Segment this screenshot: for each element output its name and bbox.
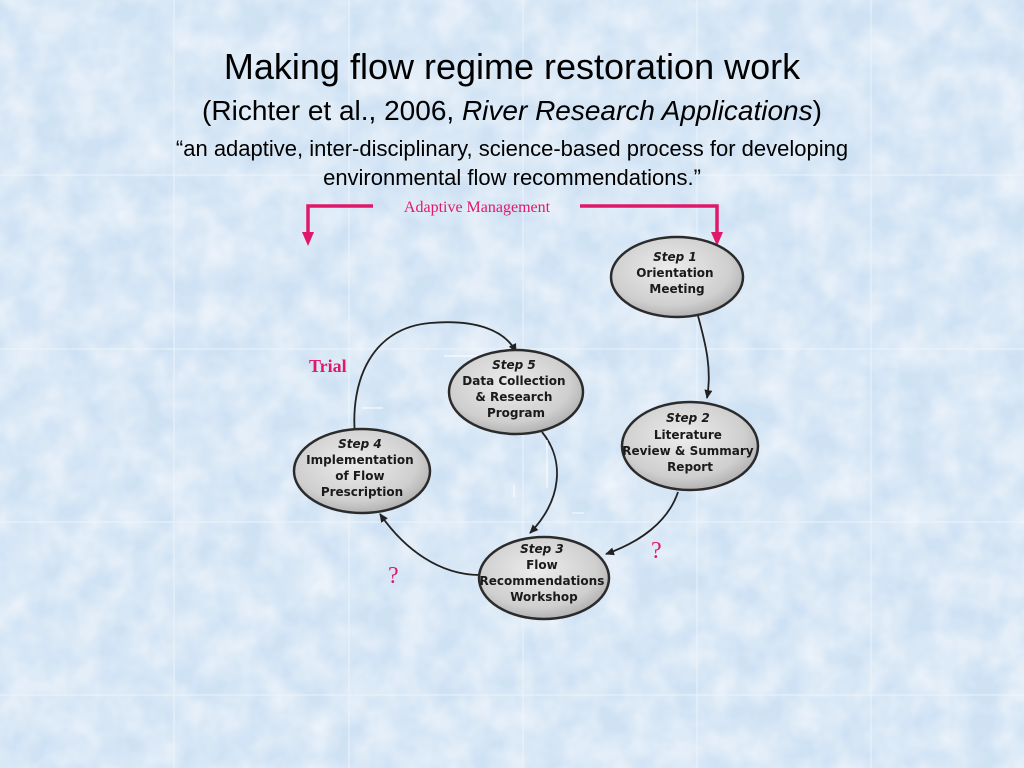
step-1-line-1: Orientation	[636, 266, 713, 280]
adaptive-left-arrow	[306, 204, 373, 234]
svg-text:Step 4 Implementation: Step 4 Implementation of Flow Prescripti…	[306, 437, 418, 499]
step-3-node: Step 3 Flow Recommendations Workshop	[477, 535, 611, 621]
step-4-line-3: Prescription	[321, 485, 403, 499]
adaptive-management-label: Adaptive Management	[404, 199, 551, 216]
adaptive-left-arrowhead	[302, 232, 314, 246]
step-3-line-1: Flow	[526, 558, 558, 572]
citation: (Richter et al., 2006, River Research Ap…	[0, 93, 1024, 129]
step-3-number: Step 3	[520, 542, 564, 556]
step-3-line-2: Recommendations	[479, 574, 604, 588]
step-4-line-1: Implementation	[306, 453, 413, 467]
svg-text:Step 1 Orientation: Step 1 Orientation Meeting	[636, 250, 718, 296]
step-4-line-2: of Flow	[335, 469, 384, 483]
slide-title: Making flow regime restoration work	[223, 46, 801, 87]
adaptive-right-arrow	[580, 204, 719, 234]
arrow-step3-to-step4	[379, 513, 481, 576]
step-1-node: Step 1 Orientation Meeting	[609, 235, 745, 319]
adaptive-right-arrowhead	[711, 232, 723, 246]
step-5-line-1: Data Collection	[462, 374, 565, 388]
step-5-number: Step 5	[492, 358, 536, 372]
step-2-line-2: Review & Summary	[622, 444, 754, 458]
step-4-number: Step 4	[338, 437, 382, 451]
citation-suffix: )	[812, 95, 822, 126]
quote-line-2: environmental flow recommendations.”	[323, 165, 701, 190]
svg-text:Step 2 Literature: Step 2 Literature Review & Summary Repor…	[622, 411, 758, 474]
step-3-line-3: Workshop	[510, 590, 578, 604]
arrow-step1-to-step2	[697, 315, 713, 399]
arrow-step5-to-step3	[529, 431, 558, 534]
question-mark-right: ?	[651, 538, 662, 564]
adaptive-management-loop: Adaptive Management	[302, 199, 723, 246]
step-5-node: Step 5 Data Collection & Research Progra…	[447, 348, 585, 436]
arrow-step4-to-step5	[353, 321, 517, 437]
step-5-line-2: & Research	[475, 390, 552, 404]
svg-text:Step 5 Data Collection: Step 5 Data Collection & Research Progra…	[462, 358, 569, 420]
question-mark-left: ?	[388, 563, 399, 589]
step-1-number: Step 1	[653, 250, 697, 264]
step-1-line-2: Meeting	[649, 282, 704, 296]
step-2-node: Step 2 Literature Review & Summary Repor…	[620, 400, 760, 492]
trial-label: Trial	[309, 356, 347, 376]
svg-text:Step 3 Flow Recomm: Step 3 Flow Recommendations Workshop	[479, 542, 608, 604]
step-2-line-1: Literature	[654, 428, 722, 442]
step-5-line-3: Program	[487, 406, 545, 420]
citation-prefix: (Richter et al., 2006,	[202, 95, 462, 126]
step-4-node: Step 4 Implementation of Flow Prescripti…	[292, 427, 432, 515]
citation-journal: River Research Applications	[461, 95, 813, 126]
step-2-line-3: Report	[667, 460, 713, 474]
quote-line-1: “an adaptive, inter-disciplinary, scienc…	[175, 136, 849, 161]
step-2-number: Step 2	[666, 411, 710, 425]
arrow-step2-to-step3	[605, 491, 679, 556]
definition-quote: “an adaptive, inter-disciplinary, scienc…	[0, 134, 1024, 192]
